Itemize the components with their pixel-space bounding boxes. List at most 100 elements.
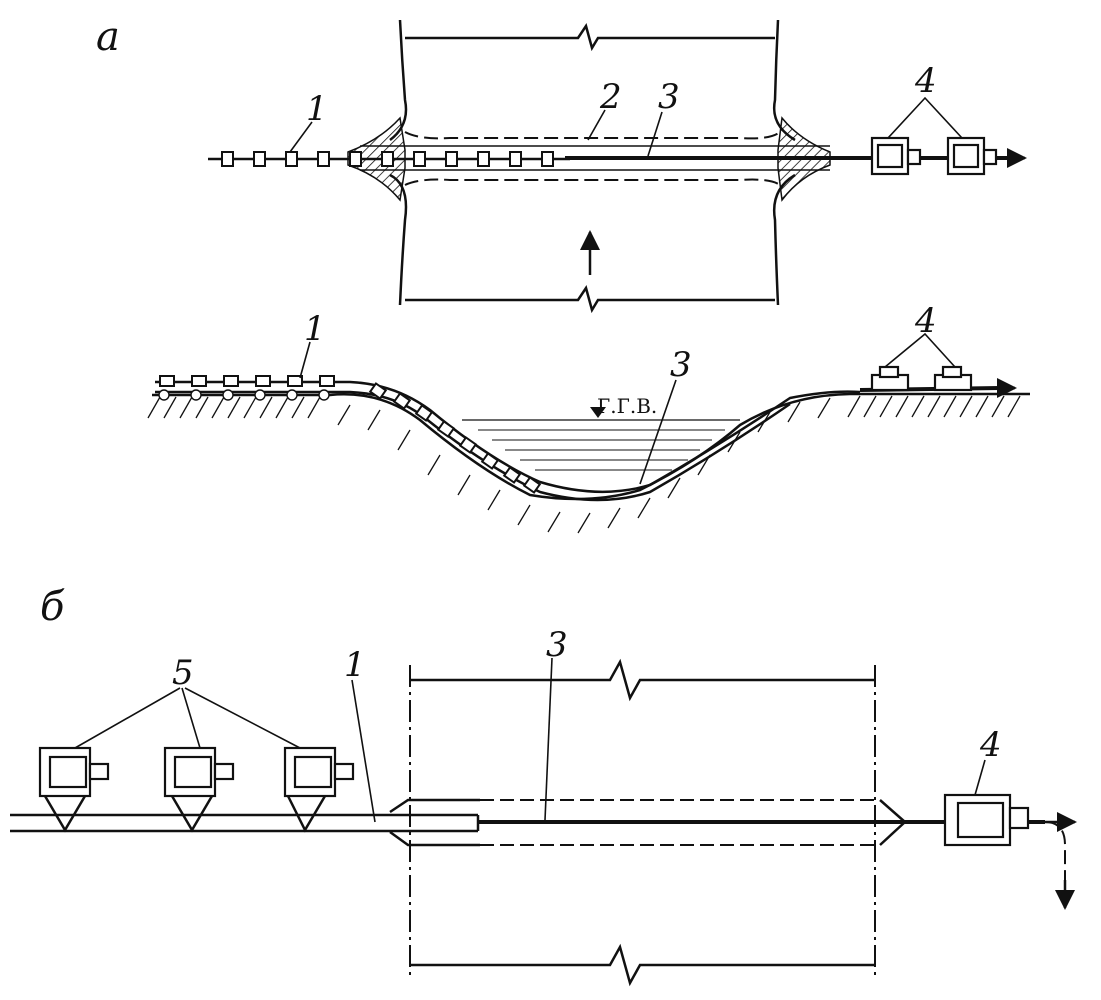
hatch-line	[577, 512, 591, 534]
leader-section-4	[884, 332, 956, 368]
pontoon	[458, 436, 478, 454]
pontoon-row-plan	[221, 151, 554, 167]
pontoon	[287, 375, 303, 387]
pontoon	[159, 375, 175, 387]
hatch-line	[211, 396, 225, 419]
roller	[286, 389, 298, 401]
leader-4	[887, 96, 963, 139]
hatch-line	[195, 396, 209, 419]
water-level-label: Г.Г.В.	[597, 394, 657, 418]
hatch-line	[895, 395, 909, 418]
pontoon	[319, 375, 335, 387]
hatch-line	[427, 454, 441, 476]
ground-hatching	[147, 395, 1021, 534]
label-trench: 2	[599, 77, 622, 117]
pontoon	[541, 151, 554, 167]
roller	[222, 389, 234, 401]
label-b-tractor: 4	[979, 725, 1002, 765]
pontoon	[221, 151, 234, 167]
label-section-pipeline: 1	[304, 309, 326, 349]
pontoon	[349, 151, 362, 167]
top-dimension-break	[405, 23, 775, 52]
pontoon	[509, 151, 522, 167]
hatch-line	[607, 507, 621, 529]
hatch-line	[547, 511, 561, 533]
label-tractors: 4	[914, 61, 937, 101]
tractor-b	[943, 793, 1030, 847]
label-b-pipeline: 1	[344, 645, 366, 685]
pontoon	[477, 151, 490, 167]
hatch-line	[487, 489, 501, 511]
leader-b-1	[351, 679, 376, 823]
hatch-line	[517, 504, 531, 526]
bottom-dimension-break-b	[410, 943, 875, 987]
hatch-line	[927, 395, 941, 418]
leader-section-1	[299, 341, 311, 379]
hatch-line	[911, 395, 925, 418]
leader-3	[647, 111, 663, 157]
pontoon	[285, 151, 298, 167]
tractor-1	[870, 136, 922, 176]
hatch-line	[337, 404, 351, 426]
hatch-line	[243, 396, 257, 419]
hatch-line	[163, 396, 177, 419]
panel-a-plan: а	[96, 14, 1027, 314]
top-dimension-break-b	[410, 658, 875, 702]
hatch-line	[307, 396, 321, 419]
trench-edge-top	[404, 131, 781, 140]
hatch-line	[179, 396, 193, 419]
water-lines	[478, 429, 725, 471]
pontoon	[255, 375, 271, 387]
hatch-line	[817, 397, 831, 419]
hatch-line	[291, 396, 305, 419]
hatch-line	[879, 395, 893, 418]
hatch-line	[637, 497, 651, 519]
hatch-line	[787, 401, 801, 423]
pipelayer-1	[38, 746, 110, 833]
label-section-cable: 3	[670, 345, 692, 385]
hatch-line	[147, 396, 161, 419]
leader-5	[74, 687, 301, 749]
pontoon	[480, 452, 500, 470]
trench-right-bottom	[879, 821, 906, 846]
hatch-line	[1007, 395, 1021, 418]
pontoon	[223, 375, 239, 387]
tractor-2	[946, 136, 998, 176]
pontoon	[502, 466, 522, 484]
leader-b-3	[544, 657, 553, 821]
pontoon	[253, 151, 266, 167]
pontoon	[522, 476, 542, 494]
tractor-section-2	[933, 365, 973, 392]
pipelayer-2	[163, 746, 235, 833]
pontoon	[381, 151, 394, 167]
hatch-line	[991, 395, 1005, 418]
pontoon	[414, 404, 434, 422]
water-level-mark	[590, 407, 606, 418]
turn-path	[1044, 821, 1066, 905]
pontoon	[317, 151, 330, 167]
trench-edge-bottom	[404, 178, 781, 186]
leader-2	[587, 109, 606, 141]
pontoon-row-section	[158, 375, 542, 494]
pontoon	[392, 392, 412, 410]
bottom-dimension-break	[405, 285, 775, 314]
roller	[190, 389, 202, 401]
trench-left-bottom	[389, 830, 480, 847]
hatch-line	[367, 409, 381, 431]
pontoon	[368, 382, 388, 400]
label-cable: 3	[658, 77, 680, 117]
hatch-line	[959, 395, 973, 418]
hatch-line	[397, 429, 411, 451]
roller	[158, 389, 170, 401]
tractor-section-1	[870, 365, 910, 392]
leader-section-3	[639, 379, 677, 485]
pontoon	[445, 151, 458, 167]
hatch-line	[259, 396, 273, 419]
hatch-line	[863, 395, 877, 418]
pontoon	[413, 151, 426, 167]
trench-right-top	[879, 799, 906, 823]
leader-b-4	[974, 759, 986, 796]
ground-profile	[152, 392, 1030, 501]
pontoon	[191, 375, 207, 387]
